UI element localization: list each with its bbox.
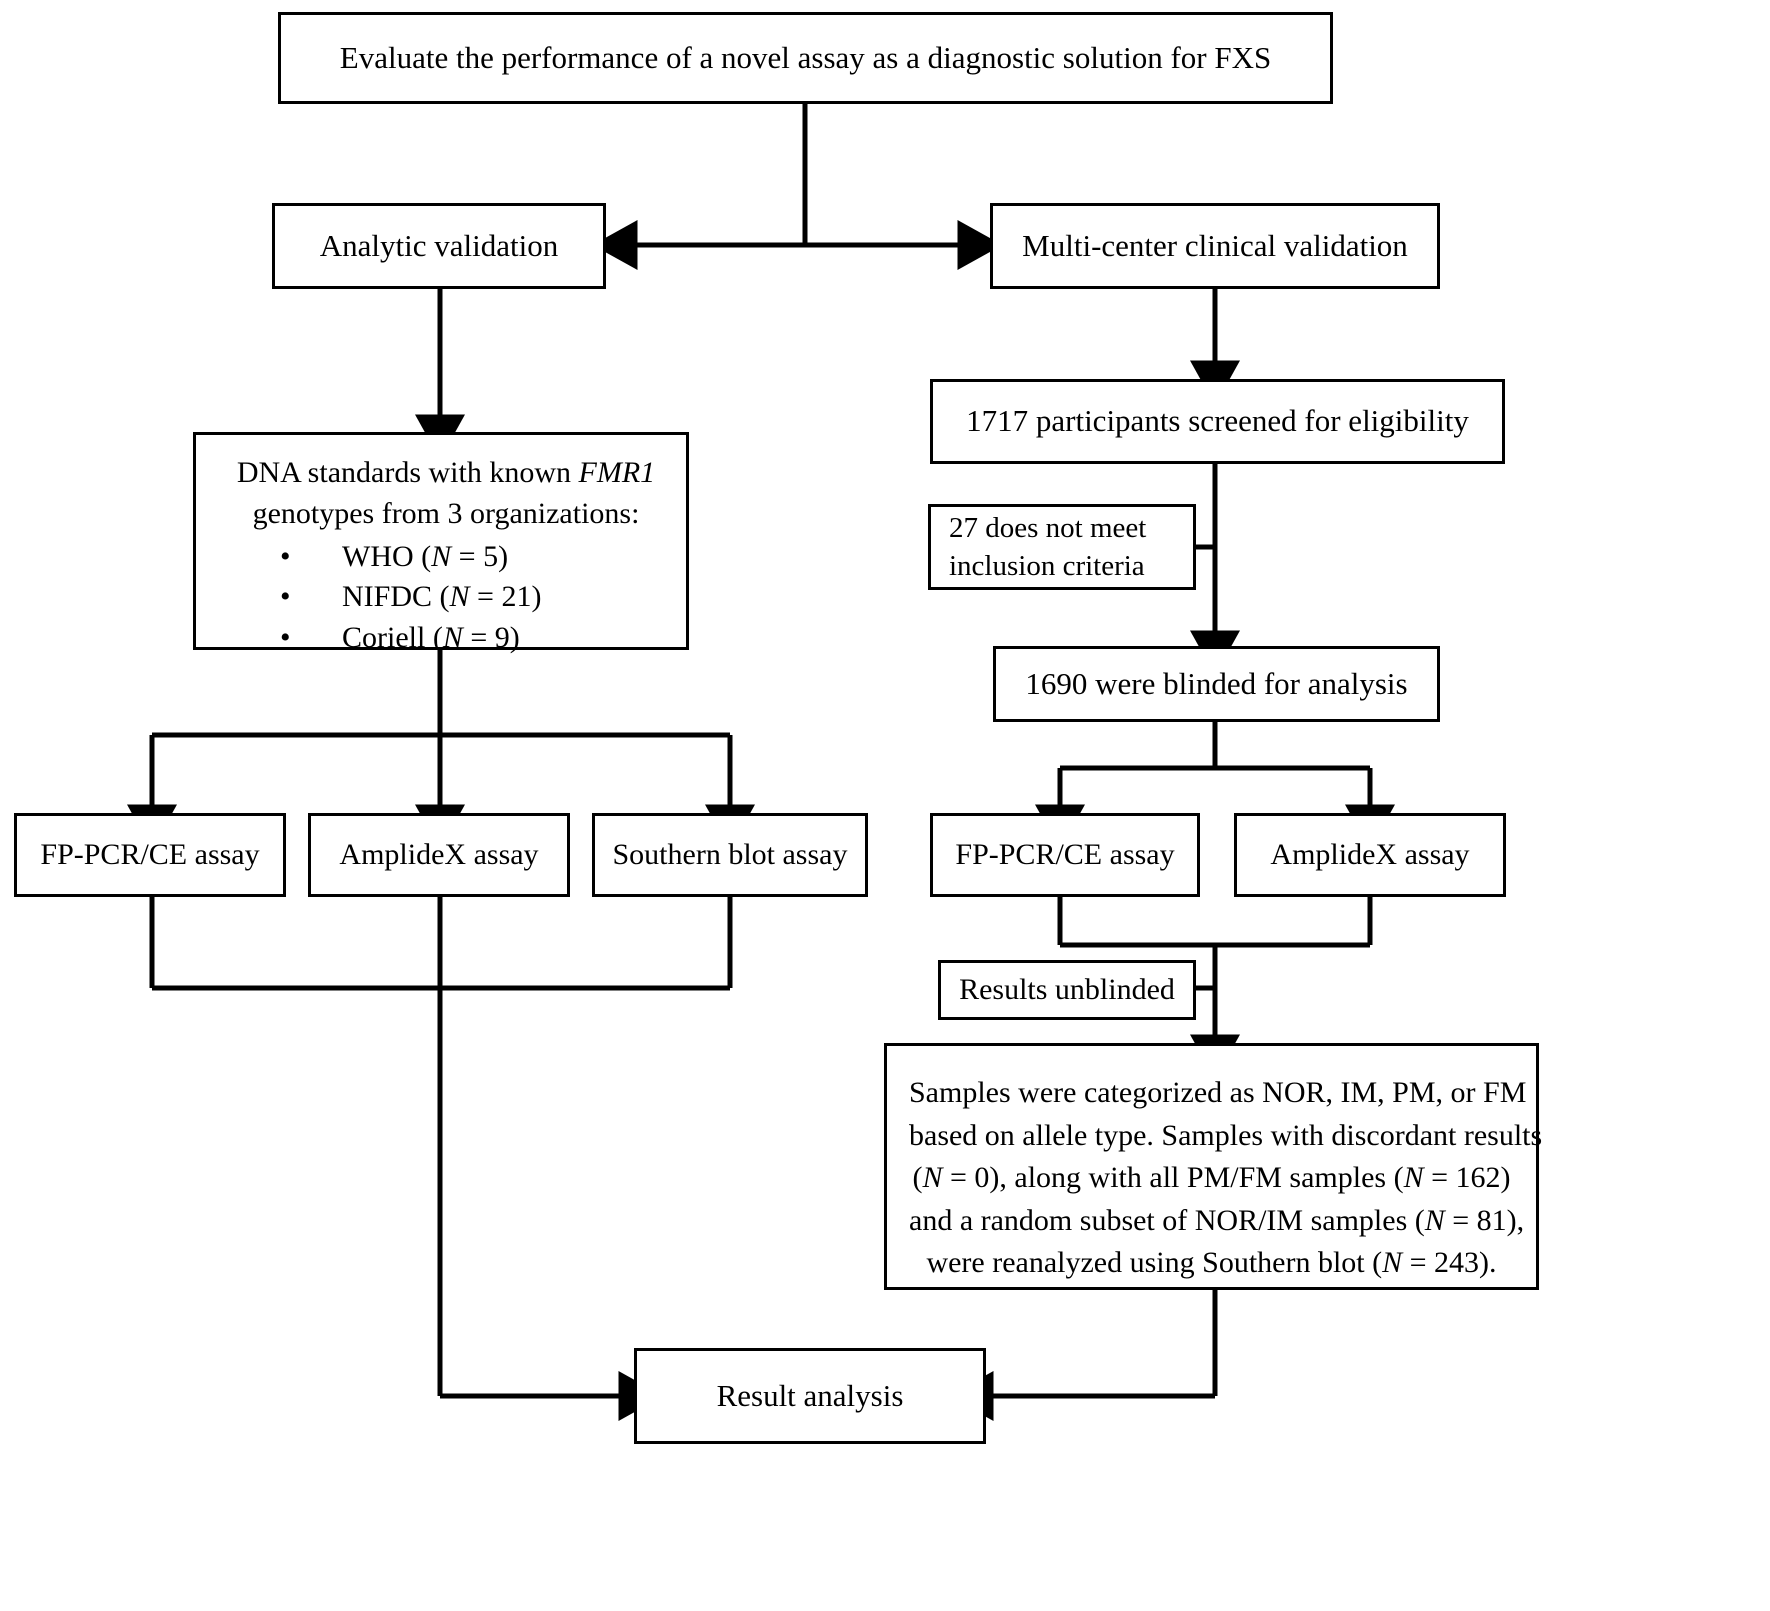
dna-org-name: WHO [342, 539, 414, 573]
dna-org-name: Coriell [342, 621, 426, 655]
dna-standards-lead-2: genotypes from 3 organizations: [252, 496, 640, 530]
dna-standards-lead-1: DNA standards with known [236, 456, 579, 489]
node-results-unblinded-label: Results unblinded [959, 973, 1175, 1007]
categorization-line-5: were reanalyzed using Southern blot (N =… [909, 1242, 1514, 1285]
cat-l3n2: N [1403, 1161, 1424, 1195]
cat-l5a: were reanalyzed using Southern blot ( [926, 1246, 1383, 1280]
cat-l3b: = 0), along with all PM/FM samples ( [942, 1161, 1404, 1195]
node-assay-fppcr-clinical-label: FP-PCR/CE assay [955, 838, 1175, 872]
node-dna-standards: DNA standards with known FMR1 genotypes f… [193, 432, 689, 654]
list-item: •NIFDC (N = 21) [280, 577, 670, 618]
dna-standards-lead: DNA standards with known FMR1 genotypes f… [222, 453, 670, 535]
node-result-analysis: Result analysis [634, 1348, 986, 1444]
categorization-line-1: Samples were categorized as NOR, IM, PM,… [909, 1076, 1527, 1109]
dna-eq: = [462, 621, 495, 655]
node-screened: 1717 participants screened for eligibili… [930, 379, 1505, 464]
dna-n-symbol: N [442, 621, 463, 655]
node-assay-southern-analytic-label: Southern blot assay [612, 838, 848, 872]
node-objective-label: Evaluate the performance of a novel assa… [339, 39, 1272, 75]
node-assay-fppcr-analytic: FP-PCR/CE assay [14, 813, 286, 897]
dna-n-value: 9 [494, 621, 510, 655]
cat-l4n: N [1424, 1203, 1445, 1237]
node-clinical-validation: Multi-center clinical validation [990, 203, 1440, 289]
bullet-icon: • [280, 539, 291, 573]
dna-n-value: 21 [501, 580, 532, 614]
node-objective: Evaluate the performance of a novel assa… [278, 12, 1333, 104]
cat-l3c: = 162) [1423, 1161, 1511, 1195]
node-analytic-validation-label: Analytic validation [319, 227, 559, 263]
node-assay-amplidex-analytic-label: AmplideX assay [339, 838, 539, 872]
bullet-icon: • [280, 621, 291, 655]
list-item: •WHO (N = 5) [280, 537, 670, 578]
dna-eq: = [469, 580, 502, 614]
categorization-line-3: (N = 0), along with all PM/FM samples (N… [909, 1157, 1514, 1200]
dna-n-symbol: N [449, 580, 470, 614]
node-assay-fppcr-analytic-label: FP-PCR/CE assay [40, 838, 260, 872]
dna-org-name: NIFDC [342, 580, 433, 614]
dna-eq: = [451, 539, 484, 573]
cat-l4a: and a random subset of NOR/IM samples ( [909, 1203, 1425, 1237]
node-assay-amplidex-clinical-label: AmplideX assay [1270, 838, 1470, 872]
node-result-analysis-label: Result analysis [716, 1377, 904, 1413]
cat-l3n: N [922, 1161, 943, 1195]
node-exclusion: 27 does not meet inclusion criteria [928, 504, 1196, 590]
dna-n-symbol: N [431, 539, 452, 573]
categorization-line-2: based on allele type. Samples with disco… [909, 1118, 1543, 1152]
node-assay-fppcr-clinical: FP-PCR/CE assay [930, 813, 1200, 897]
list-item: •Coriell (N = 9) [280, 618, 670, 659]
node-results-unblinded: Results unblinded [938, 960, 1196, 1020]
node-screened-label: 1717 participants screened for eligibili… [966, 403, 1469, 439]
node-categorization: Samples were categorized as NOR, IM, PM,… [884, 1043, 1543, 1290]
cat-l3a: ( [912, 1161, 923, 1195]
cat-l5n: N [1382, 1246, 1403, 1280]
node-assay-southern-analytic: Southern blot assay [592, 813, 868, 897]
node-blinded: 1690 were blinded for analysis [993, 646, 1440, 722]
dna-standards-gene: FMR1 [578, 456, 656, 489]
node-analytic-validation: Analytic validation [272, 203, 606, 289]
node-clinical-validation-label: Multi-center clinical validation [1022, 227, 1408, 263]
node-exclusion-label: 27 does not meet inclusion criteria [949, 511, 1147, 582]
cat-l5b: = 243). [1402, 1246, 1497, 1280]
dna-standards-bullet-list: •WHO (N = 5) •NIFDC (N = 21) •Coriell (N… [222, 537, 670, 659]
node-assay-amplidex-analytic: AmplideX assay [308, 813, 570, 897]
dna-n-value: 5 [483, 539, 499, 573]
node-blinded-label: 1690 were blinded for analysis [1025, 665, 1408, 701]
node-assay-amplidex-clinical: AmplideX assay [1234, 813, 1506, 897]
bullet-icon: • [280, 580, 291, 614]
categorization-line-4: and a random subset of NOR/IM samples (N… [909, 1200, 1524, 1243]
cat-l4b: = 81), [1444, 1203, 1525, 1237]
